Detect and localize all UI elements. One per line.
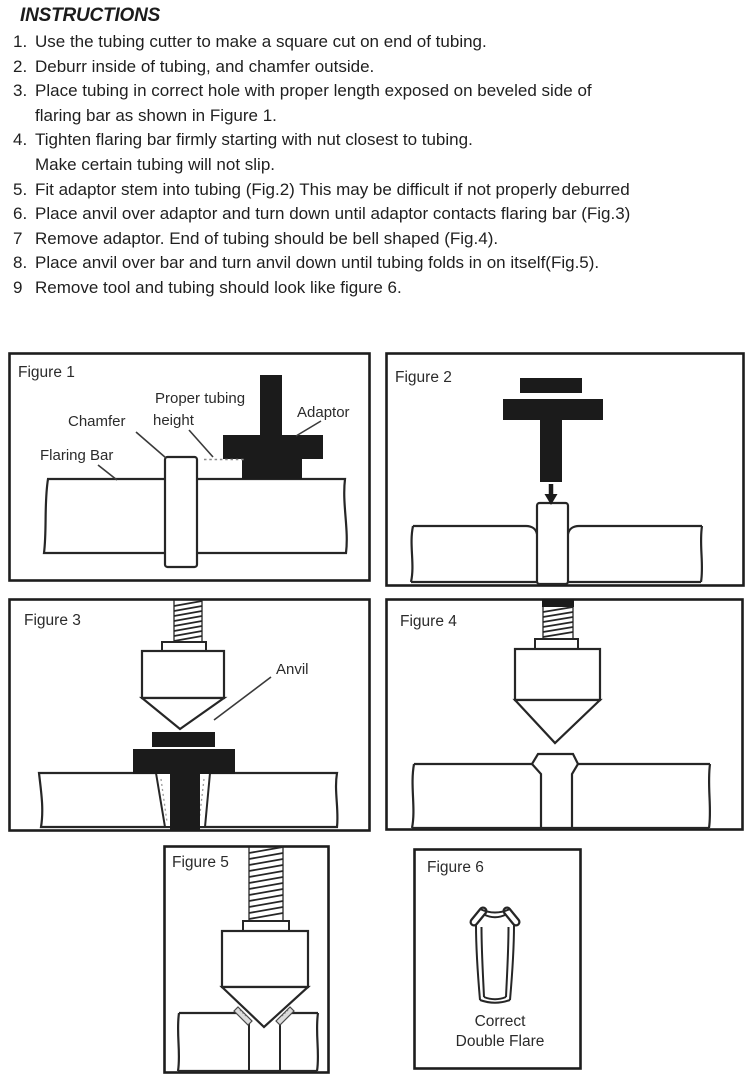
proper-tubing-height-label-line1: Proper tubing [155,390,245,407]
flare-fold-contact-marks [233,1006,295,1026]
step-number: 3. [13,81,28,101]
figure-3-canvas: Figure 3 Anvil [8,598,371,832]
step-text: Place tubing in correct hole with proper… [35,81,592,101]
adaptor-drawing [133,732,235,830]
figure-3-panel: Figure 3 Anvil [8,598,371,832]
instruction-step-3: 3. Place tubing in correct hole with pro… [13,79,741,128]
figure-4-canvas: Figure 4 [385,598,744,831]
step-number: 8. [13,253,28,273]
page-title: INSTRUCTIONS [20,5,161,26]
step-number: 1. [13,32,28,51]
chamfer-leader-line [135,431,167,459]
adaptor-drawing [223,375,323,479]
figure-1-panel: Figure 1 Proper tubing height Chamfer Ad… [8,352,371,582]
step-number: 4. [13,130,28,150]
instruction-step-9: 9 Remove tool and tubing should look lik… [13,276,741,301]
figure-4-label: Figure 4 [400,613,457,630]
tubing-drawing [248,1018,281,1072]
figure-6-label: Figure 6 [427,859,484,876]
flaring-bar-drawing [410,762,712,830]
tubing-drawing [163,455,199,569]
instruction-step-6: 6. Place anvil over adaptor and turn dow… [13,202,741,227]
instruction-step-8: 8. Place anvil over bar and turn anvil d… [13,251,741,276]
threaded-rod-drawing [248,846,284,921]
flaring-bar-leader-line [97,464,118,481]
figure-1-canvas: Figure 1 Proper tubing height Chamfer Ad… [8,352,371,582]
instruction-step-5: 5. Fit adaptor stem into tubing (Fig.2) … [13,178,741,203]
step-number: 9 [13,277,23,297]
figure-2-label: Figure 2 [395,369,452,386]
step-text: Place anvil over adaptor and turn down u… [35,204,631,224]
adaptor-drawing [503,378,603,482]
anvil-drawing [138,641,228,731]
step-text: Place anvil over bar and turn anvil down… [35,253,600,273]
bell-shaped-tubing-drawing [530,752,580,828]
tube-walls [475,908,515,1004]
leader-lines [97,420,322,481]
anvil-label: Anvil [276,661,309,678]
height-leader-line [188,429,214,458]
instruction-list: 1. Use the tubing cutter to make a squar… [13,30,741,301]
instruction-step-4: 4. Tighten flaring bar firmly starting w… [13,128,741,177]
figure-2-canvas: Figure 2 [385,352,745,587]
double-flare-tubing-drawing [469,906,521,1004]
step-text: Remove adaptor. End of tubing should be … [35,228,499,248]
step-text-line2: flaring bar as shown in Figure 1. [35,105,277,125]
instruction-step-1: 1. Use the tubing cutter to make a squar… [13,30,741,55]
figure-4-panel: Figure 4 [385,598,744,831]
flare-curl-left [469,906,488,927]
figure-3-label: Figure 3 [24,612,81,629]
figure-6-caption-line2: Double Flare [456,1033,545,1050]
chamfer-label: Chamfer [68,413,126,430]
figure-1-label: Figure 1 [18,364,75,381]
threaded-rod-drawing [542,599,574,639]
step-number: 2. [13,56,28,76]
figure-5-label: Figure 5 [172,854,229,871]
figure-6-caption-line1: Correct [475,1013,527,1030]
instruction-step-2: 2. Deburr inside of tubing, and chamfer … [13,55,741,80]
flaring-bar-label: Flaring Bar [40,447,113,464]
proper-tubing-height-label-line2: height [153,412,195,429]
figure-6-border [413,848,582,1070]
step-text: Remove tool and tubing should look like … [35,277,402,297]
tubing-drawing [535,501,570,586]
figure-6-canvas: Figure 6 Correct Double Flare [413,848,582,1070]
anvil-drawing [512,638,603,745]
adaptor-label: Adaptor [297,404,350,421]
threaded-rod-drawing [173,600,203,642]
step-number: 6. [13,204,28,224]
figure-5-panel: Figure 5 [163,845,330,1074]
flare-curl-right [502,906,521,927]
figure-6-panel: Figure 6 Correct Double Flare [413,848,582,1070]
anvil-drawing [219,920,311,1029]
anvil-leader-line [213,676,272,721]
arrow-down-icon [544,484,558,505]
step-number: 7 [13,228,23,248]
figure-2-panel: Figure 2 [385,352,745,587]
flaring-bar-drawing [176,1011,320,1073]
step-text: Deburr inside of tubing, and chamfer out… [35,56,375,76]
step-number: 5. [13,179,28,199]
step-text-line2: Make certain tubing will not slip. [35,154,276,174]
figure-5-canvas: Figure 5 [163,845,330,1074]
adaptor-leader-line [295,420,322,437]
step-text: Use the tubing cutter to make a square c… [35,32,487,51]
instruction-step-7: 7 Remove adaptor. End of tubing should b… [13,227,741,252]
step-text: Fit adaptor stem into tubing (Fig.2) Thi… [35,179,630,199]
step-text: Tighten flaring bar firmly starting with… [35,130,473,150]
